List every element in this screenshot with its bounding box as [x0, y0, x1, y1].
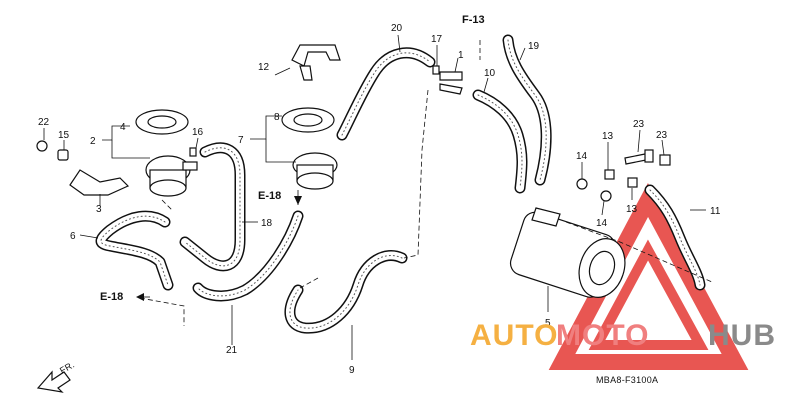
valve-7	[292, 152, 338, 190]
hose-19	[502, 34, 552, 186]
hose-20	[336, 47, 436, 141]
part-number-11: 11	[710, 206, 721, 217]
bracket-3	[69, 169, 130, 196]
part-number-4: 4	[120, 122, 126, 133]
valve-2	[145, 155, 198, 197]
part-number-19: 19	[528, 41, 540, 52]
part-number-23-right: 23	[656, 130, 668, 141]
part-number-17: 17	[431, 34, 443, 45]
leader-lines	[43, 34, 713, 360]
canister-5	[509, 207, 626, 298]
hose-11	[644, 184, 706, 291]
reference-e18-upper: E-18	[258, 190, 281, 202]
part-number-7: 7	[238, 135, 244, 146]
part-number-10: 10	[484, 68, 496, 79]
clip-15	[57, 149, 69, 161]
part-number-16: 16	[192, 127, 204, 138]
part-number-22: 22	[38, 117, 50, 128]
part-number-6: 6	[70, 231, 76, 242]
part-number-13-upper: 13	[602, 131, 614, 142]
part-number-21: 21	[226, 345, 238, 356]
hose-18	[179, 142, 246, 272]
bolt-23a	[624, 149, 654, 165]
seal-ring-4	[135, 109, 189, 135]
grommet-14a	[576, 178, 588, 190]
hose-18-lower	[192, 210, 304, 302]
part-number-18: 18	[261, 218, 273, 229]
clip-17	[432, 65, 440, 75]
drawing-code: MBA8-F3100A	[596, 375, 658, 385]
part-number-12: 12	[258, 62, 270, 73]
hose-10	[472, 89, 528, 194]
watermark-word-moto: MOTO	[556, 319, 649, 352]
part-number-9: 9	[349, 365, 355, 376]
part-number-14-upper: 14	[576, 151, 588, 162]
front-arrow-icon	[36, 370, 71, 393]
reference-e18-lower: E-18	[100, 291, 123, 303]
screw-22	[36, 140, 48, 152]
reference-e18-arrows	[136, 190, 302, 301]
part-number-8: 8	[274, 112, 280, 123]
part-number-14-lower: 14	[596, 218, 608, 229]
hose-6	[95, 210, 174, 291]
part-number-20: 20	[391, 23, 403, 34]
watermark-word-hub: HUB	[708, 319, 776, 352]
collar-13a	[604, 169, 615, 180]
watermark-logo: AUTO MOTO HUB	[470, 319, 776, 352]
seal-ring-8	[281, 107, 335, 133]
bolt-23b	[659, 154, 671, 166]
joint-1	[439, 71, 463, 95]
front-label: FR.	[58, 359, 76, 375]
part-number-1: 1	[458, 50, 464, 61]
reference-f13: F-13	[462, 14, 485, 26]
grommet-14b	[600, 190, 612, 202]
part-number-13-lower: 13	[626, 204, 638, 215]
part-number-23-left: 23	[633, 119, 645, 130]
hose-9	[284, 250, 408, 334]
bracket-12	[291, 44, 341, 81]
part-number-3: 3	[96, 204, 102, 215]
part-number-5: 5	[545, 318, 551, 329]
part-number-15: 15	[58, 130, 70, 141]
clip-16	[189, 147, 197, 157]
part-number-2: 2	[90, 136, 96, 147]
collar-13b	[627, 177, 638, 188]
watermark-word-auto: AUTO	[470, 319, 558, 352]
